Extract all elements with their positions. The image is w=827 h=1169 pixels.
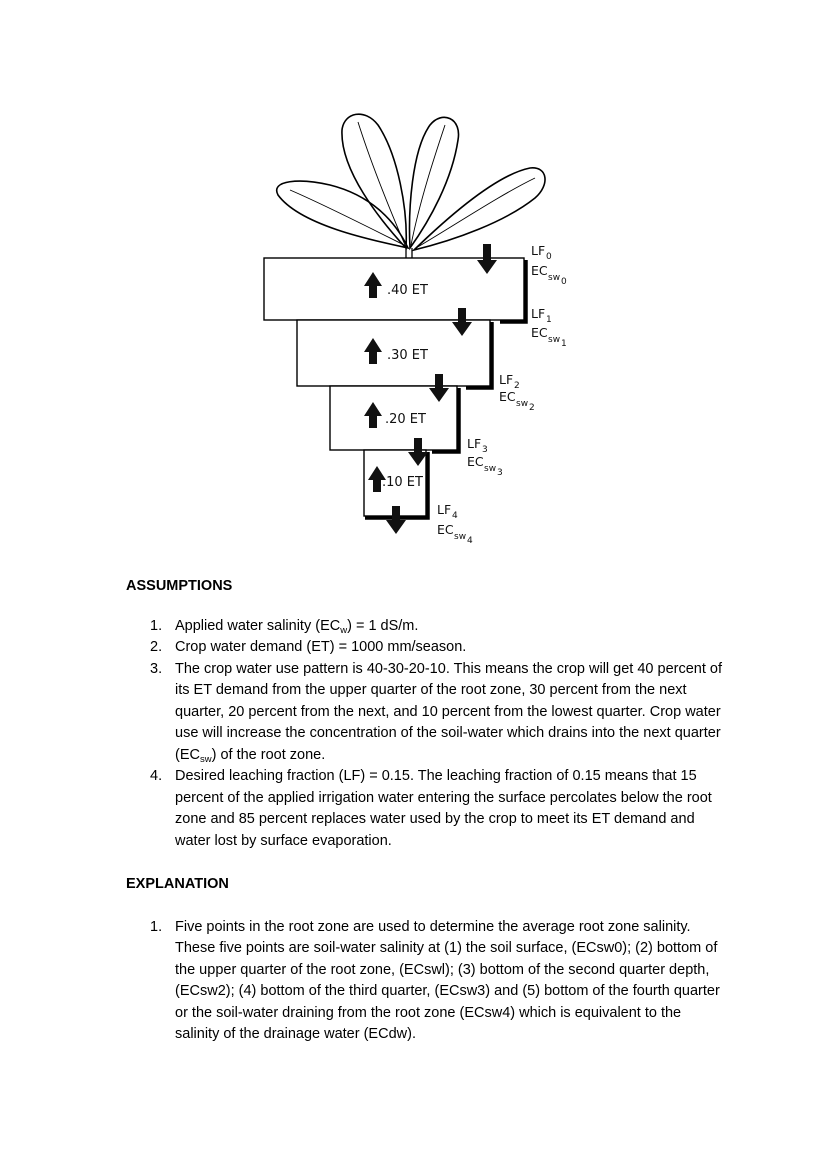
assumptions-heading: ASSUMPTIONS [126,578,233,594]
down-arrow-icon [477,244,497,274]
svg-text:LF: LF [499,372,513,387]
up-arrow-icon [364,272,382,298]
root-zone-diagram: .40 ET .30 ET .20 ET .10 ET LF 0 EC sw 0… [263,113,567,546]
down-arrow-icon [386,506,406,534]
lf-ec-label-2: LF 2 EC sw 2 [499,372,535,413]
assumption-item: 3.The crop water use pattern is 40-30-20… [150,660,722,765]
down-arrow-icon [452,308,472,336]
plant-illustration [275,113,546,258]
svg-text:EC: EC [467,454,484,469]
svg-text:sw: sw [548,335,560,345]
down-arrow-icon [408,438,428,466]
up-arrow-icon [368,466,386,492]
assumption-item: 1.Applied water salinity (ECw) = 1 dS/m. [150,617,419,636]
et-up-arrows [364,272,386,492]
et-label-q2: .30 ET [387,348,428,363]
svg-text:LF: LF [437,502,451,517]
up-arrow-icon [364,402,382,428]
et-label-q3: .20 ET [385,412,426,427]
leaf-left [275,180,410,250]
svg-text:LF: LF [531,306,545,321]
root-zone-tiers [263,257,528,520]
up-arrow-icon [364,338,382,364]
svg-text:EC: EC [499,389,516,404]
root-zone-quarter-2 [296,319,491,387]
svg-text:3: 3 [482,445,488,455]
svg-text:EC: EC [531,263,548,278]
down-arrow-icon [429,374,449,402]
svg-text:LF: LF [531,243,545,258]
assumption-item: 2.Crop water demand (ET) = 1000 mm/seaso… [150,639,467,655]
svg-text:LF: LF [467,436,481,451]
explanation-heading: EXPLANATION [126,876,229,892]
svg-text:1: 1 [546,315,552,325]
lf-ec-label-0: LF 0 EC sw 0 [531,243,567,287]
svg-text:0: 0 [561,277,567,287]
svg-text:3: 3 [497,468,503,478]
leaf-center-right [408,116,460,251]
root-zone-figure: .40 ET .30 ET .20 ET .10 ET LF 0 EC sw 0… [230,100,590,550]
explanation-section: EXPLANATION 1.Five points in the root zo… [126,874,726,1046]
svg-text:sw: sw [548,273,560,283]
svg-text:EC: EC [437,522,454,537]
assumption-item: 4.Desired leaching fraction (LF) = 0.15.… [150,768,712,849]
leaf-right [411,167,546,252]
assumptions-section: ASSUMPTIONS 1.Applied water salinity (EC… [126,576,726,852]
assumptions-list: 1.Applied water salinity (ECw) = 1 dS/m.… [126,616,726,853]
svg-text:sw: sw [516,399,528,409]
et-label-q1: .40 ET [387,283,428,298]
svg-text:0: 0 [546,252,552,262]
et-label-q4: .10 ET [382,475,423,490]
svg-text:1: 1 [561,339,567,349]
svg-text:2: 2 [514,381,520,391]
svg-text:4: 4 [452,511,458,521]
svg-text:sw: sw [484,464,496,474]
svg-text:2: 2 [529,403,535,413]
svg-text:sw: sw [454,532,466,542]
explanation-list: 1.Five points in the root zone are used … [126,917,726,1046]
drainage-down-arrows [386,244,497,534]
svg-text:4: 4 [467,536,473,546]
lf-ec-label-1: LF 1 EC sw 1 [531,306,567,349]
explanation-item: 1.Five points in the root zone are used … [150,918,720,1043]
leaf-center-left [341,113,408,250]
lf-ec-label-4: LF 4 EC sw 4 [437,502,473,546]
lf-ec-label-3: LF 3 EC sw 3 [467,436,503,478]
svg-text:EC: EC [531,325,548,340]
